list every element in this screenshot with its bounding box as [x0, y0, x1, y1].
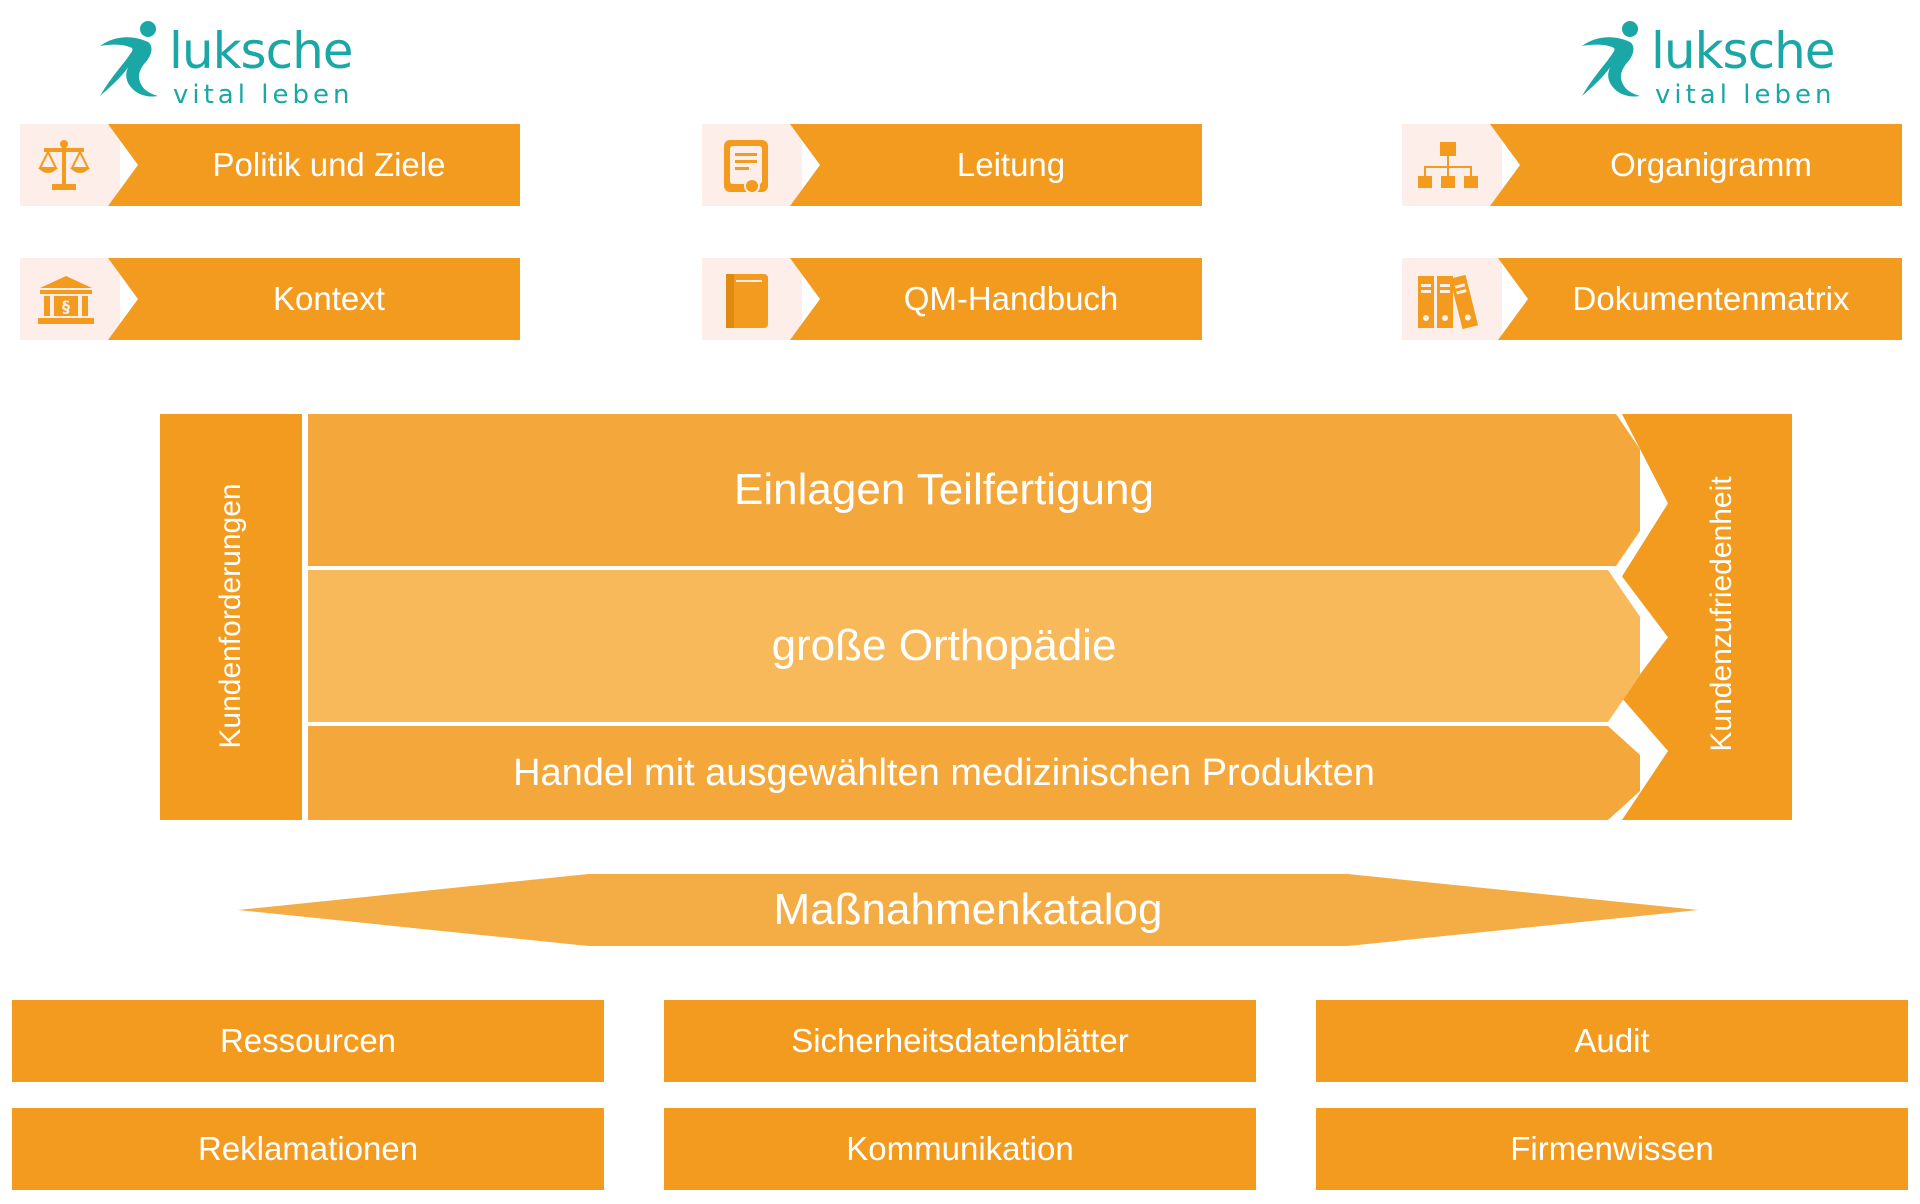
card-label: QM-Handbuch	[903, 280, 1119, 317]
certificate-icon	[724, 140, 768, 194]
org-chart-icon	[1418, 142, 1478, 188]
card-dokumentenmatrix[interactable]: Dokumentenmatrix	[1402, 258, 1902, 340]
scales-icon	[38, 140, 90, 190]
card-label: Kontext	[273, 280, 385, 317]
card-kontext[interactable]: § Kontext	[20, 258, 520, 340]
card-label: Dokumentenmatrix	[1572, 280, 1850, 317]
process-row-label: Handel mit ausgewählten medizinischen Pr…	[513, 752, 1375, 794]
card-organigramm[interactable]: Organigramm	[1402, 124, 1902, 206]
box-ressourcen[interactable]: Ressourcen	[12, 1000, 604, 1082]
runner-logo-icon	[100, 21, 158, 97]
luksche-logo-right: luksche vital leben	[1578, 20, 1838, 110]
process-row-label: Einlagen Teilfertigung	[734, 465, 1154, 514]
box-kommunikation[interactable]: Kommunikation	[664, 1108, 1256, 1190]
card-label: Politik und Ziele	[212, 146, 446, 183]
logo-tagline: vital leben	[173, 80, 354, 110]
kundenforderungen-panel	[160, 414, 302, 820]
kundenzufriedenheit-label: Kundenzufriedenheit	[1705, 476, 1738, 752]
binders-icon	[1418, 274, 1479, 330]
card-qm-handbuch[interactable]: QM-Handbuch	[702, 258, 1202, 340]
process-row-einlagen: Einlagen Teilfertigung	[308, 414, 1640, 566]
luksche-logo-left: luksche vital leben	[96, 20, 356, 110]
book-icon	[726, 274, 768, 328]
runner-logo-icon	[1582, 21, 1640, 97]
kundenforderungen-label: Kundenforderungen	[214, 483, 247, 749]
box-firmenwissen[interactable]: Firmenwissen	[1316, 1108, 1908, 1190]
svg-text:§: §	[62, 297, 70, 316]
process-row-orthopaedie: große Orthopädie	[308, 570, 1640, 722]
law-building-icon: §	[38, 276, 94, 324]
process-row-handel: Handel mit ausgewählten medizinischen Pr…	[308, 726, 1640, 820]
logo-wordmark: luksche	[169, 22, 354, 80]
box-audit[interactable]: Audit	[1316, 1000, 1908, 1082]
card-leitung[interactable]: Leitung	[702, 124, 1202, 206]
logo-tagline: vital leben	[1655, 80, 1836, 110]
box-sicherheitsdatenblaetter[interactable]: Sicherheitsdatenblätter	[664, 1000, 1256, 1082]
card-politik-und-ziele[interactable]: Politik und Ziele	[20, 124, 520, 206]
massnahmenkatalog-banner	[238, 874, 1698, 946]
massnahmenkatalog-label: Maßnahmenkatalog	[773, 885, 1163, 934]
card-label: Organigramm	[1610, 146, 1812, 183]
process-row-label: große Orthopädie	[771, 621, 1117, 670]
logo-wordmark: luksche	[1651, 22, 1836, 80]
box-reklamationen[interactable]: Reklamationen	[12, 1108, 604, 1190]
card-label: Leitung	[956, 146, 1066, 183]
